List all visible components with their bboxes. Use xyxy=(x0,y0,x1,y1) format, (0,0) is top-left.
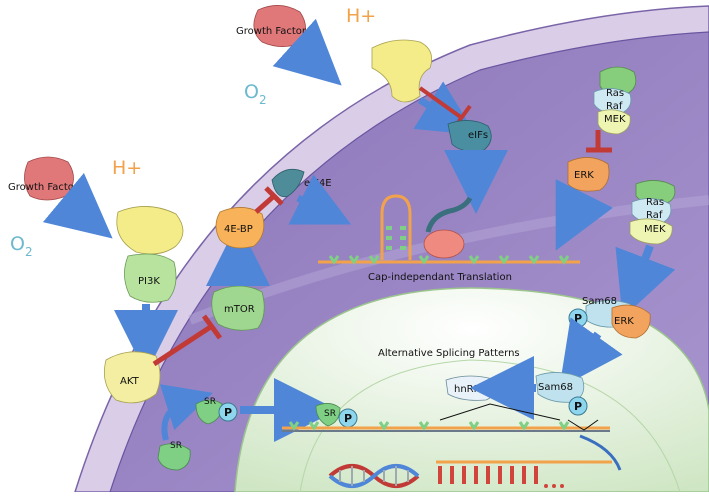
pre-mrna-strand xyxy=(282,403,622,471)
sr-mrna-label: SR xyxy=(324,409,336,419)
receptor-left-icon xyxy=(116,206,184,255)
sam68-lower-complex xyxy=(535,372,588,416)
mtor-label: mTOR xyxy=(224,304,255,315)
sr-mrna-complex xyxy=(315,403,358,428)
raf-upper-label: Raf xyxy=(606,101,623,112)
ribosome-icon xyxy=(423,196,473,259)
p-sam68-lower: P xyxy=(574,400,582,413)
h-plus-top: H+ xyxy=(346,5,376,27)
akt-label: AKT xyxy=(120,376,140,387)
sam68-lower-label: Sam68 xyxy=(538,382,573,393)
inhibit-akt-mtor xyxy=(152,314,223,367)
pi3k-label: PI3K xyxy=(138,276,160,287)
mrna-strand-icon xyxy=(318,255,580,265)
sr-bottom-label: SR xyxy=(170,441,182,451)
sr-curve-label: SR xyxy=(204,397,216,407)
sam68-upper-label: Sam68 xyxy=(582,296,617,307)
h-plus-left: H+ xyxy=(112,157,142,179)
o2-left: O2 xyxy=(10,233,33,259)
erk-lower-label: ERK xyxy=(614,316,634,327)
mek-lower-label: MEK xyxy=(644,224,666,235)
p-mrna: P xyxy=(344,412,352,425)
hnrnp-label: hnRNP xyxy=(454,384,487,395)
four-ebp-protein xyxy=(215,207,265,249)
dna-helix-icon xyxy=(328,464,420,488)
growth-factor-icon-left xyxy=(24,156,74,201)
cap-translation-label: Cap-independant Translation xyxy=(368,272,512,283)
sr-bottom-protein xyxy=(157,443,191,471)
arrow-receptor-eifs xyxy=(413,81,476,135)
ras-raf-mek-upper xyxy=(593,66,637,135)
mrna-lower-strand xyxy=(436,460,612,488)
arrow-sam68-nucleus xyxy=(559,317,623,389)
eif4e-label: eIF4E xyxy=(304,178,332,189)
arrow-growth-factors-left xyxy=(42,172,113,239)
pi3k-protein xyxy=(124,253,177,303)
arrow-erk-translation xyxy=(555,179,613,251)
ires-hairpin-icon xyxy=(380,194,412,260)
alt-splicing-label: Alternative Splicing Patterns xyxy=(378,348,520,359)
inhibit-4ebp-eif4e xyxy=(254,186,284,214)
growth-factors-top-label: Growth Factors xyxy=(236,26,311,37)
arrow-growth-factors-top xyxy=(272,18,342,86)
p-sam68-upper: P xyxy=(574,312,582,325)
ras-lower-label: Ras xyxy=(646,197,664,208)
ras-raf-mek-lower xyxy=(629,180,676,245)
raf-lower-label: Raf xyxy=(646,210,663,221)
arrow-sr-curve xyxy=(159,384,213,441)
inhibit-mek-erk xyxy=(586,130,612,153)
growth-factors-left-label: Growth Factors xyxy=(8,182,83,193)
sr-phospho-complex xyxy=(195,399,238,425)
four-ebp-label: 4E-BP xyxy=(224,224,253,235)
mek-upper-label: MEK xyxy=(604,114,626,125)
ras-upper-label: Ras xyxy=(606,88,624,99)
arrow-eif4e-translation xyxy=(288,174,352,225)
p-sr: P xyxy=(224,406,232,419)
mtor-protein xyxy=(211,285,265,331)
arrow-mek-sam68 xyxy=(615,244,676,318)
o2-top: O2 xyxy=(244,81,267,107)
eifs-protein xyxy=(447,120,492,152)
erk-upper-label: ERK xyxy=(574,170,594,181)
akt-protein xyxy=(103,351,161,404)
eifs-label: eIFs xyxy=(468,130,488,141)
